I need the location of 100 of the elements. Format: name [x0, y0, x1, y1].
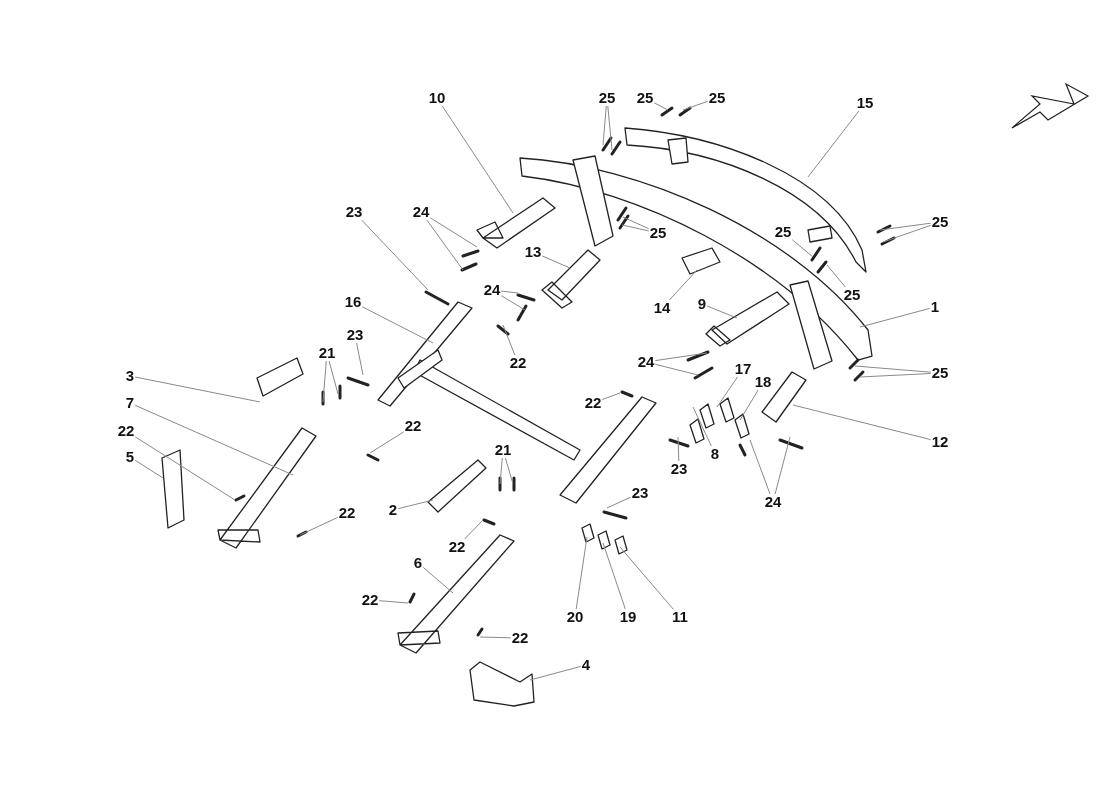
- callout-number: 25: [773, 224, 793, 240]
- leader-line: [826, 264, 846, 288]
- leader-line: [653, 102, 669, 111]
- callout-number: 22: [447, 539, 467, 555]
- leader-line: [361, 219, 429, 291]
- leader-line: [361, 306, 434, 344]
- leader-line: [621, 224, 650, 232]
- callout-number: 3: [124, 368, 136, 384]
- leader-line: [792, 404, 932, 441]
- callout-number: 6: [412, 555, 424, 571]
- leader-line: [601, 392, 621, 400]
- callout-number: 17: [733, 361, 753, 377]
- leader-line: [504, 457, 514, 485]
- callout-number: 23: [345, 327, 365, 343]
- leader-line: [464, 519, 484, 540]
- callout-number: 21: [317, 345, 337, 361]
- leader-line: [859, 307, 931, 328]
- leader-line: [441, 105, 514, 214]
- leader-line: [134, 376, 261, 403]
- leader-line: [606, 496, 632, 509]
- leader-line: [654, 363, 699, 376]
- leader-line: [541, 255, 571, 269]
- callout-number: 22: [360, 592, 380, 608]
- callout-number: 22: [510, 630, 530, 646]
- leader-line: [749, 439, 771, 495]
- callout-number: 24: [411, 204, 431, 220]
- leader-line: [378, 600, 409, 604]
- callout-number: 10: [427, 90, 447, 106]
- callout-number: 22: [583, 395, 603, 411]
- callout-number: 5: [124, 449, 136, 465]
- leader-line: [807, 110, 860, 178]
- leader-line: [500, 295, 526, 311]
- leader-line: [429, 217, 478, 248]
- leader-line: [859, 373, 932, 378]
- leader-line: [134, 436, 236, 501]
- callout-number: 24: [763, 494, 783, 510]
- leader-line: [854, 365, 932, 373]
- callout-number: 20: [565, 609, 585, 625]
- callout-number: 25: [930, 214, 950, 230]
- leader-line: [369, 431, 405, 454]
- leader-line: [677, 436, 680, 462]
- leader-line: [682, 100, 709, 111]
- callout-number: 24: [636, 354, 656, 370]
- leader-line: [602, 105, 607, 146]
- leader-line: [479, 636, 512, 639]
- leader-line: [607, 105, 613, 151]
- leader-line: [426, 219, 464, 271]
- callout-number: 22: [508, 355, 528, 371]
- callout-number: 25: [842, 287, 862, 303]
- leader-line: [739, 389, 759, 421]
- callout-number: 12: [930, 434, 950, 450]
- callout-number: 11: [671, 609, 689, 625]
- leader-line: [134, 459, 164, 479]
- leader-line: [774, 436, 791, 495]
- leader-line: [791, 239, 814, 258]
- leader-line: [716, 376, 738, 408]
- leader-line: [422, 566, 454, 594]
- callout-number: 19: [618, 609, 638, 625]
- callout-number: 13: [523, 244, 543, 260]
- callout-number: 9: [696, 296, 708, 312]
- leader-line: [502, 324, 516, 356]
- leader-line: [706, 305, 738, 319]
- callout-number: 25: [597, 90, 617, 106]
- leader-line: [322, 360, 327, 403]
- callout-number: 25: [648, 225, 668, 241]
- leader-line: [397, 499, 434, 510]
- leader-line: [356, 342, 364, 376]
- leader-line: [529, 665, 582, 681]
- callout-number: 22: [116, 423, 136, 439]
- callout-number: 21: [493, 442, 513, 458]
- leader-line: [500, 290, 519, 294]
- leader-line: [328, 360, 339, 395]
- callout-number: 1: [929, 299, 941, 315]
- callout-number: 24: [482, 282, 502, 298]
- leader-line: [134, 404, 294, 476]
- callout-number: 25: [707, 90, 727, 106]
- callout-number: 23: [630, 485, 650, 501]
- leader-line: [668, 269, 698, 301]
- leader-line: [602, 542, 626, 610]
- callout-number: 16: [343, 294, 363, 310]
- callout-number: 18: [753, 374, 773, 390]
- leader-line: [299, 516, 339, 536]
- callout-number: 14: [652, 300, 672, 316]
- leader-line: [882, 224, 932, 243]
- leader-line: [654, 352, 708, 362]
- callout-number: 23: [344, 204, 364, 220]
- callout-number: 22: [337, 505, 357, 521]
- leader-line: [692, 406, 712, 447]
- leader-line: [499, 457, 503, 485]
- callout-number: 25: [635, 90, 655, 106]
- callout-number: 15: [855, 95, 875, 111]
- leader-line: [879, 222, 932, 231]
- leader-line: [619, 546, 674, 610]
- callout-number: 23: [669, 461, 689, 477]
- leader-line: [575, 536, 588, 610]
- callout-number: 7: [124, 395, 136, 411]
- callout-number: 22: [403, 418, 423, 434]
- leader-line: [622, 216, 650, 230]
- callout-number: 2: [387, 502, 399, 518]
- callout-number: 8: [709, 446, 721, 462]
